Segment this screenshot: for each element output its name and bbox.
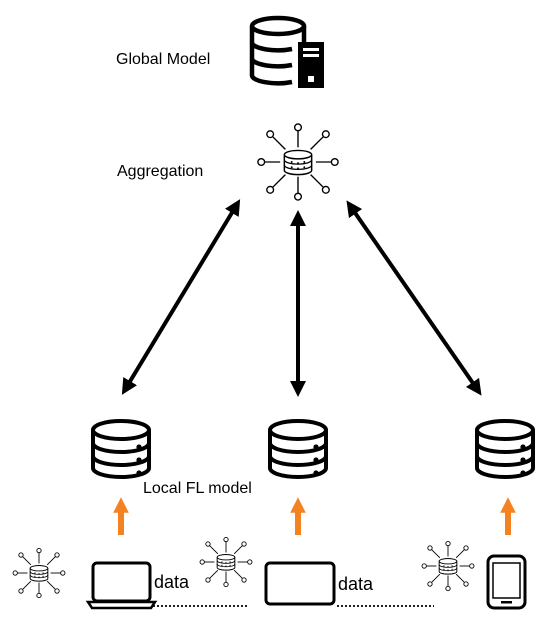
device-hub-icon-3 [421, 540, 475, 592]
laptop-icon [85, 561, 158, 610]
data-label-right: data [338, 574, 374, 594]
local-database-icon-2 [268, 419, 328, 479]
left-sync-arrow [121, 199, 241, 395]
local-database-icon-3 [475, 419, 535, 479]
data-label-left: data [154, 572, 190, 592]
database-server-icon [249, 15, 324, 88]
phone-icon [486, 554, 527, 610]
device-hub-icon-1 [12, 547, 66, 599]
local-database-icon-1 [91, 419, 151, 479]
global-model-label: Global Model [116, 51, 211, 68]
device-hub-icon-2 [199, 536, 253, 588]
tablet-icon [264, 561, 336, 606]
aggregation-label: Aggregation [117, 163, 204, 180]
local-fl-model-label: Local FL model [143, 480, 252, 497]
right-sync-arrow [346, 200, 482, 396]
aggregation-hub-icon [257, 123, 339, 201]
